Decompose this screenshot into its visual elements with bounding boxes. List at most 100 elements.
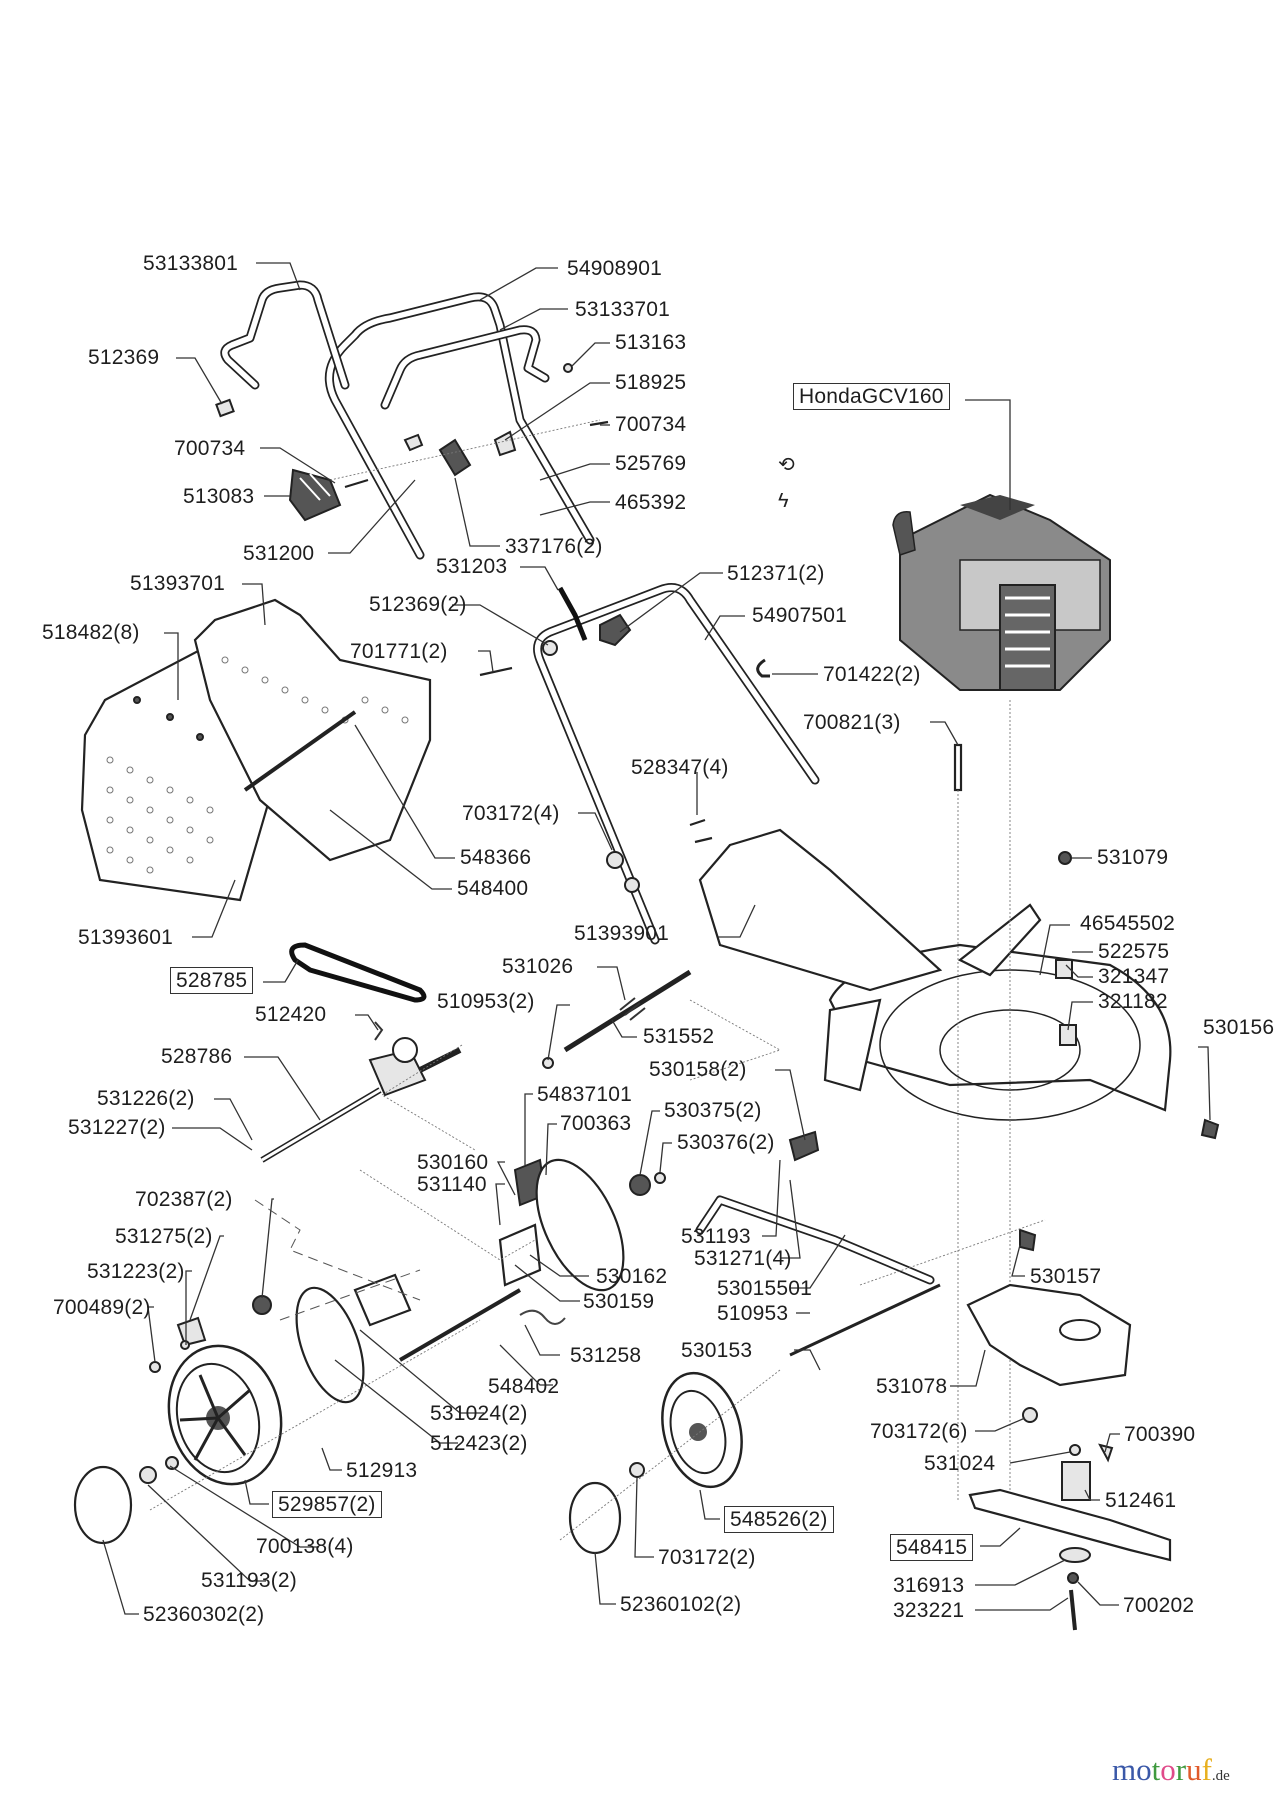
screw-700734-right — [589, 420, 609, 427]
part-label: 531026 — [502, 955, 574, 978]
part-label: 337176(2) — [505, 535, 603, 558]
logo-letter: o — [1160, 1752, 1176, 1787]
part-label: 530156 — [1203, 1016, 1274, 1039]
logo-letter: u — [1186, 1752, 1202, 1787]
logo-letter: f — [1201, 1752, 1212, 1787]
logo-letter: m — [1112, 1752, 1137, 1787]
star-knob-512371 — [599, 613, 632, 647]
engine-honda-gcv160 — [892, 493, 1111, 691]
bracket-548402 — [353, 1273, 412, 1327]
part-label: 53015501 — [717, 1277, 813, 1300]
part-label: 700363 — [560, 1112, 632, 1135]
leader-lines — [102, 262, 1211, 1615]
clip-530156 — [1200, 1118, 1220, 1140]
part-label: 525769 — [615, 452, 687, 475]
lower-handle-54907501 — [533, 583, 820, 945]
part-label: 700734 — [174, 437, 246, 460]
screw-700734-left — [344, 478, 369, 489]
recoil-start-icon: ⟲ — [778, 454, 795, 476]
washer-531223 — [180, 1340, 190, 1350]
part-label: 512423(2) — [430, 1432, 528, 1455]
part-label: 548402 — [488, 1375, 560, 1398]
boxed-part-label: 548415 — [890, 1534, 974, 1561]
part-label: 512371(2) — [727, 562, 825, 585]
part-label: 700734 — [615, 413, 687, 436]
part-label: 703172(4) — [462, 802, 560, 825]
part-label: 700202 — [1123, 1594, 1195, 1617]
part-label: 52360302(2) — [143, 1603, 265, 1626]
part-label: 51393701 — [130, 572, 226, 595]
part-label: 53133701 — [575, 298, 671, 321]
logo-tld: .de — [1211, 1768, 1230, 1784]
bolt-700821 — [953, 743, 963, 792]
gear-531275 — [176, 1316, 207, 1347]
part-label: 702387(2) — [135, 1188, 233, 1211]
part-label: 531275(2) — [115, 1225, 213, 1248]
logo-letter: t — [1151, 1752, 1161, 1787]
cable-clip-531203 — [557, 586, 588, 641]
part-label: 512420 — [255, 1003, 327, 1026]
spring-531258 — [519, 1309, 566, 1325]
chute-flap-51393901 — [698, 828, 943, 992]
blade-548415 — [968, 1488, 1172, 1562]
clip-530157 — [1019, 1228, 1037, 1252]
logo-letter: r — [1175, 1752, 1187, 1787]
nut-531079 — [1058, 851, 1072, 865]
part-label: 512461 — [1105, 1489, 1177, 1512]
part-label: 530376(2) — [677, 1131, 775, 1154]
part-label: 701422(2) — [823, 663, 921, 686]
nut-531193-2 — [139, 1466, 157, 1484]
part-label: 531226(2) — [97, 1087, 195, 1110]
electric-start-icon: ϟ — [778, 490, 789, 512]
part-label: 321182 — [1098, 990, 1168, 1013]
part-label: 54837101 — [537, 1083, 633, 1106]
axle-53015501 — [697, 1197, 933, 1283]
motoruf-watermark-logo: motoruf.de — [1112, 1752, 1230, 1788]
hub-cap-52360102 — [568, 1481, 622, 1555]
part-label: 531078 — [876, 1375, 948, 1398]
part-label: 530162 — [596, 1265, 668, 1288]
rear-wheel-529857 — [167, 1344, 283, 1486]
part-label: 510953(2) — [437, 990, 535, 1013]
part-label: 703172(2) — [658, 1546, 756, 1569]
part-label: 518925 — [615, 371, 687, 394]
axle-530153 — [789, 1283, 941, 1357]
part-label: 531227(2) — [68, 1116, 166, 1139]
handle-bow-53133701 — [380, 325, 550, 410]
part-label: 51393601 — [78, 926, 174, 949]
part-label: 531193 — [681, 1225, 751, 1248]
part-label: 530158(2) — [649, 1058, 747, 1081]
part-label: 316913 — [893, 1574, 965, 1597]
part-label: 700489(2) — [53, 1296, 151, 1319]
part-label: 703172(6) — [870, 1420, 968, 1443]
part-label: 531258 — [570, 1344, 642, 1367]
logo-letter: o — [1136, 1752, 1152, 1787]
part-label: 54907501 — [752, 604, 848, 627]
axle-548402 — [398, 1288, 522, 1362]
part-label: 530159 — [583, 1290, 655, 1313]
part-label: 465392 — [615, 491, 687, 514]
part-label: 700390 — [1124, 1423, 1196, 1446]
screw-518482 — [133, 696, 141, 704]
washer-316913 — [1059, 1547, 1091, 1563]
blade-adapter-531078 — [966, 1283, 1132, 1387]
part-label: 548400 — [457, 877, 529, 900]
part-label: 531193(2) — [201, 1569, 297, 1592]
part-label: 513163 — [615, 331, 687, 354]
upper-handle-54908901 — [324, 292, 595, 560]
part-label: 531024(2) — [430, 1402, 528, 1425]
part-label: 530153 — [681, 1339, 753, 1362]
part-label: 700821(3) — [803, 711, 901, 734]
boxed-part-label: 528785 — [170, 967, 254, 994]
bearing-702387 — [252, 1295, 272, 1315]
drive-plate — [535, 1158, 625, 1292]
part-label: 531140 — [417, 1173, 487, 1196]
hub-512461 — [1061, 1461, 1091, 1501]
rod-548366 — [243, 710, 357, 792]
clip-700489 — [149, 1361, 161, 1373]
part-label: 531203 — [436, 555, 508, 578]
bushing-321347 — [1055, 959, 1073, 979]
front-wheel-548526 — [661, 1371, 743, 1489]
part-label: 512913 — [346, 1459, 418, 1482]
